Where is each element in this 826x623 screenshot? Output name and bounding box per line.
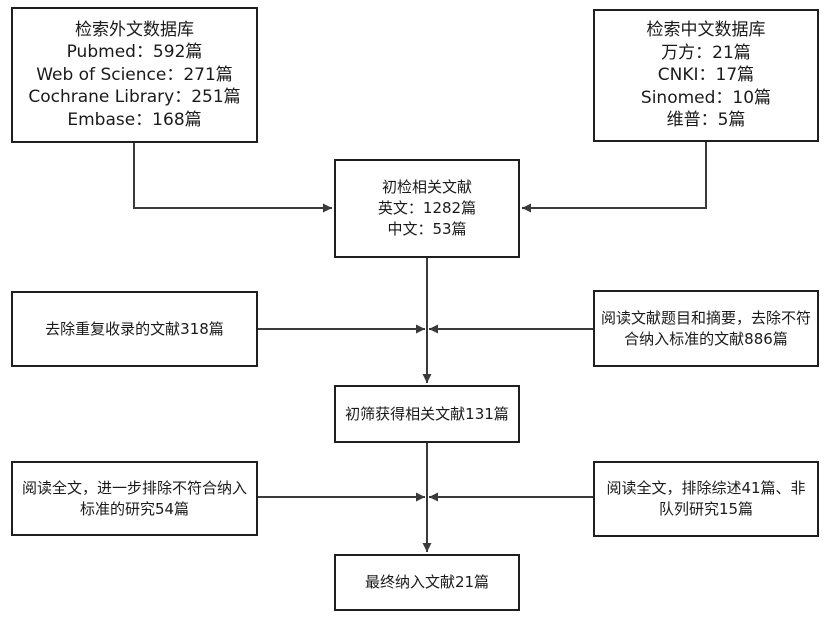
cnki-count: CNKI：17篇 xyxy=(657,65,755,86)
deduplication-text: 去除重复收录的文献318篇 xyxy=(45,319,224,338)
fulltext-exclusion-right-text: 阅读全文，排除综述41篇、非队列研究15篇 xyxy=(606,479,806,518)
fulltext-exclusion-left-box: 阅读全文，进一步排除不符合纳入标准的研究54篇 xyxy=(11,461,258,536)
foreign-database-heading: 检索外文数据库 xyxy=(75,19,194,40)
pubmed-count: Pubmed：592篇 xyxy=(66,42,203,63)
title-abstract-exclusion-text: 阅读文献题目和摘要，去除不符合纳入标准的文献886篇 xyxy=(600,308,811,348)
foreign-database-box: 检索外文数据库 Pubmed：592篇 Web of Science：271篇 … xyxy=(11,7,258,143)
fulltext-exclusion-right-box: 阅读全文，排除综述41篇、非队列研究15篇 xyxy=(593,461,819,537)
english-count: 英文：1282篇 xyxy=(377,199,477,217)
initial-search-box: 初检相关文献 英文：1282篇 中文：53篇 xyxy=(334,159,520,258)
chinese-database-box: 检索中文数据库 万方：21篇 CNKI：17篇 Sinomed：10篇 维普：5… xyxy=(593,9,819,142)
final-inclusion-text: 最终纳入文献21篇 xyxy=(364,573,490,591)
web-of-science-count: Web of Science：271篇 xyxy=(36,64,233,85)
title-abstract-exclusion-box: 阅读文献题目和摘要，去除不符合纳入标准的文献886篇 xyxy=(593,290,819,367)
wanfang-count: 万方：21篇 xyxy=(661,42,751,63)
deduplication-box: 去除重复收录的文献318篇 xyxy=(11,291,258,367)
fulltext-exclusion-left-text: 阅读全文，进一步排除不符合纳入标准的研究54篇 xyxy=(22,478,248,518)
final-inclusion-box: 最终纳入文献21篇 xyxy=(334,554,520,611)
vip-count: 维普：5篇 xyxy=(666,110,746,131)
connector-foreign-to-initial xyxy=(133,143,332,213)
connector-chinese-to-initial xyxy=(522,142,707,213)
preliminary-screening-text: 初筛获得相关文献131篇 xyxy=(345,404,509,423)
cochrane-library-count: Cochrane Library：251篇 xyxy=(28,87,241,108)
chinese-count: 中文：53篇 xyxy=(387,220,467,238)
sinomed-count: Sinomed：10篇 xyxy=(640,87,772,108)
initial-search-heading: 初检相关文献 xyxy=(381,178,472,196)
embase-count: Embase：168篇 xyxy=(67,109,202,130)
preliminary-screening-box: 初筛获得相关文献131篇 xyxy=(334,385,520,443)
chinese-database-heading: 检索中文数据库 xyxy=(646,20,766,41)
